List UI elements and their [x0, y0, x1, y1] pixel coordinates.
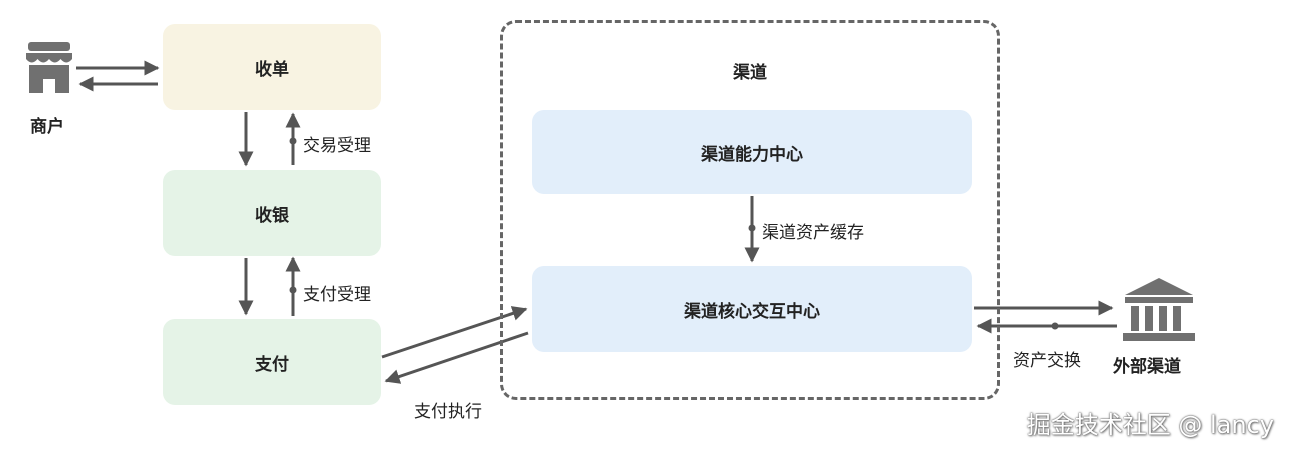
cashier-box: 收银 [163, 170, 381, 256]
edge-dot-transaction [289, 137, 297, 145]
edge-dot-exchange [1051, 322, 1059, 330]
edge-label-transaction-accept: 交易受理 [303, 136, 371, 156]
external-channel-label: 外部渠道 [1113, 357, 1181, 377]
store-icon [26, 42, 72, 93]
edge-dot-cache [748, 224, 756, 232]
arrow-core-to-pay [384, 331, 529, 384]
bank-icon [1123, 278, 1195, 341]
watermark: 掘金技术社区 @ lancy [1026, 411, 1274, 439]
order-box: 收单 [163, 24, 381, 110]
edge-label-payment-accept: 支付受理 [303, 285, 371, 305]
channel-group [500, 20, 1000, 400]
edge-label-payment-execute: 支付执行 [414, 402, 482, 422]
channel-core-box: 渠道核心交互中心 [532, 266, 972, 352]
channel-capability-box: 渠道能力中心 [532, 110, 972, 194]
pay-box: 支付 [163, 319, 381, 405]
edge-label-asset-cache: 渠道资产缓存 [762, 223, 864, 243]
edge-dot-payment [289, 286, 297, 294]
edge-label-asset-exchange: 资产交换 [1013, 351, 1081, 371]
channel-group-title: 渠道 [733, 63, 767, 83]
merchant-label: 商户 [30, 117, 64, 137]
